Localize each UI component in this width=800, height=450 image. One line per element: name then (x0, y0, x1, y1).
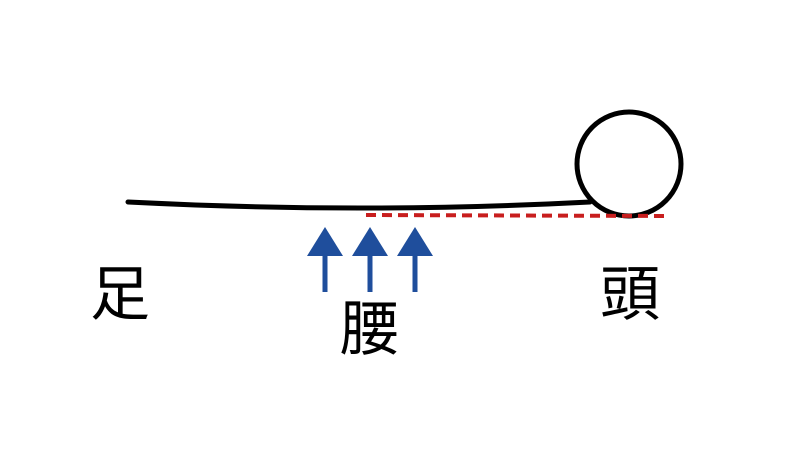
body-line (125, 199, 593, 211)
support-arrows (307, 227, 433, 292)
head-label: 頭 (600, 260, 660, 330)
waist-label: 腰 (340, 295, 400, 365)
reference-dashed-line (365, 213, 669, 218)
up-arrow-icon (307, 227, 343, 292)
up-arrow-icon (352, 227, 388, 292)
head-circle (574, 109, 684, 219)
feet-label: 足 (90, 260, 150, 330)
up-arrow-icon (397, 227, 433, 292)
